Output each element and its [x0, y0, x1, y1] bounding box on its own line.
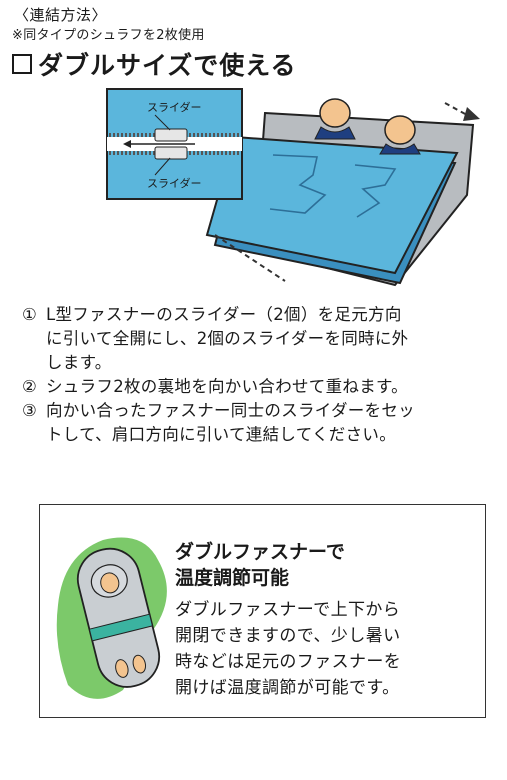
step-number: ② — [22, 377, 38, 396]
page-heading: ダブルサイズで使える — [12, 46, 297, 82]
section-label: 〈連結方法〉 — [14, 6, 108, 24]
double-bag-illustration: スライダー スライダー — [106, 88, 480, 287]
step-2: ② シュラフ2枚の裏地を向かい合わせて重ねます。 — [22, 375, 502, 399]
sleeping-bag-graphic — [76, 547, 161, 688]
slider-label-bottom: スライダー — [147, 176, 202, 190]
feature-title: ダブルファスナーで 温度調節可能 — [175, 539, 345, 591]
step-text-line: に引いて全開にし、2個のスライダーを同時に外 — [46, 329, 409, 348]
zipper-detail-inset: スライダー スライダー — [106, 88, 243, 200]
instruction-steps: ① L型ファスナーのスライダー（2個）を足元方向 に引いて全開にし、2個のスライ… — [22, 303, 502, 447]
feature-body-line: 時などは足元のファスナーを — [175, 652, 402, 672]
single-bag-illustration — [56, 537, 167, 699]
step-1: ① L型ファスナーのスライダー（2個）を足元方向 に引いて全開にし、2個のスライ… — [22, 303, 502, 375]
feature-body-line: ダブルファスナーで上下から — [175, 600, 401, 620]
checkbox-square-icon — [12, 54, 32, 74]
step-text-line: L型ファスナーのスライダー（2個）を足元方向 — [46, 305, 402, 324]
person-head-left — [314, 98, 356, 140]
feature-card: ダブルファスナーで 温度調節可能 ダブルファスナーで上下から 開閉できますので、… — [39, 504, 486, 718]
step-text-line: します。 — [46, 353, 112, 372]
step-text-line: 向かい合ったファスナー同士のスライダーをセッ — [46, 401, 415, 420]
feature-body-line: 開閉できますので、少し暑い — [175, 626, 401, 646]
step-text-line: シュラフ2枚の裏地を向かい合わせて重ねます。 — [46, 377, 408, 396]
feature-body-line: 開けば温度調節が可能です。 — [175, 678, 400, 698]
step-3: ③ 向かい合ったファスナー同士のスライダーをセッ トして、肩口方向に引いて連結し… — [22, 399, 502, 447]
feature-title-line: ダブルファスナーで — [175, 541, 345, 563]
slider-label-top: スライダー — [147, 100, 202, 114]
heading-text: ダブルサイズで使える — [38, 51, 297, 80]
usage-note: ※同タイプのシュラフを2枚使用 — [12, 28, 205, 43]
feature-title-line: 温度調節可能 — [175, 567, 290, 589]
step-text-line: トして、肩口方向に引いて連結してください。 — [46, 425, 396, 444]
double-bag-graphic — [205, 98, 480, 287]
person-head-right — [379, 115, 421, 155]
feature-description: ダブルファスナーで上下から 開閉できますので、少し暑い 時などは足元のファスナー… — [175, 597, 401, 701]
step-number: ③ — [22, 401, 38, 420]
step-number: ① — [22, 305, 38, 324]
